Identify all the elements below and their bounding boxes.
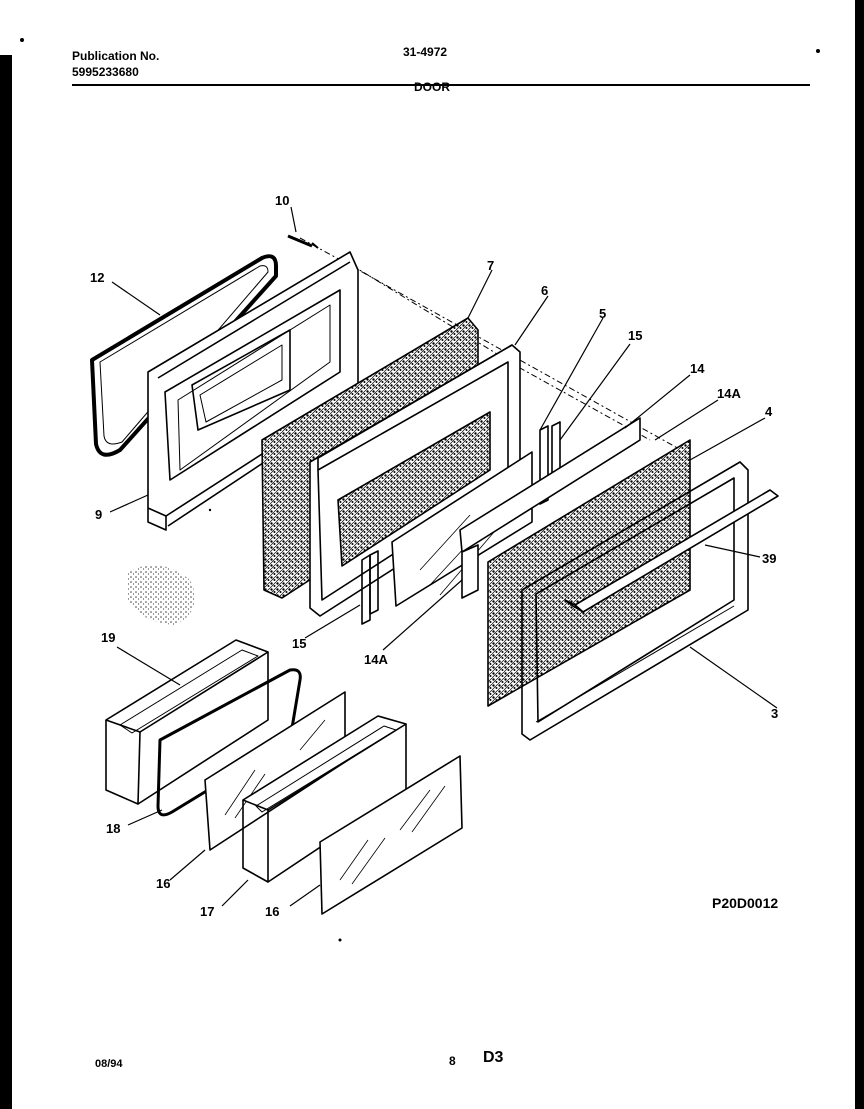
door-handle-39 [564, 489, 779, 613]
scan-border-left [0, 55, 12, 1109]
smudge-mark [128, 565, 195, 625]
callout-14: 14 [690, 361, 705, 376]
scan-border-right [855, 0, 864, 1109]
inner-panel-6 [309, 344, 521, 617]
outer-door-frame-3 [521, 461, 749, 741]
callout-39: 39 [762, 551, 776, 566]
callout-18: 18 [106, 821, 120, 836]
callout-12: 12 [90, 270, 104, 285]
header-rule [72, 84, 810, 86]
callout-17: 17 [200, 904, 214, 919]
callout-6: 6 [541, 283, 548, 298]
callout-9: 9 [95, 507, 102, 522]
callout-3: 3 [771, 706, 778, 721]
publication-number: 5995233680 [72, 65, 139, 79]
footer-page-number: 8 [449, 1054, 456, 1068]
callout-7: 7 [487, 258, 494, 273]
callout-16: 16 [156, 876, 170, 891]
footer-section-code: D3 [483, 1049, 504, 1066]
screw-part-10 [287, 234, 319, 249]
strip-14a [461, 544, 479, 599]
door-gasket-12 [90, 254, 278, 457]
callout-4: 4 [765, 404, 773, 419]
callout-14a: 14A [364, 652, 388, 667]
scan-specks [20, 38, 820, 942]
drawing-code: P20D0012 [712, 895, 779, 911]
publication-label: Publication No. [72, 49, 160, 63]
callout-15: 15 [292, 636, 306, 651]
glass-16-lower [319, 755, 463, 915]
callout-15: 15 [628, 328, 642, 343]
outer-insulation-4 [487, 439, 691, 707]
callout-5: 5 [599, 306, 606, 321]
document-number: 31-4972 [403, 45, 448, 59]
footer-date: 08/94 [95, 1058, 123, 1070]
callout-10: 10 [275, 193, 289, 208]
callout-14a: 14A [717, 386, 741, 401]
window-pack-19 [105, 639, 269, 805]
callout-19: 19 [101, 630, 115, 645]
strip-14 [459, 417, 641, 553]
callout-16: 16 [265, 904, 279, 919]
